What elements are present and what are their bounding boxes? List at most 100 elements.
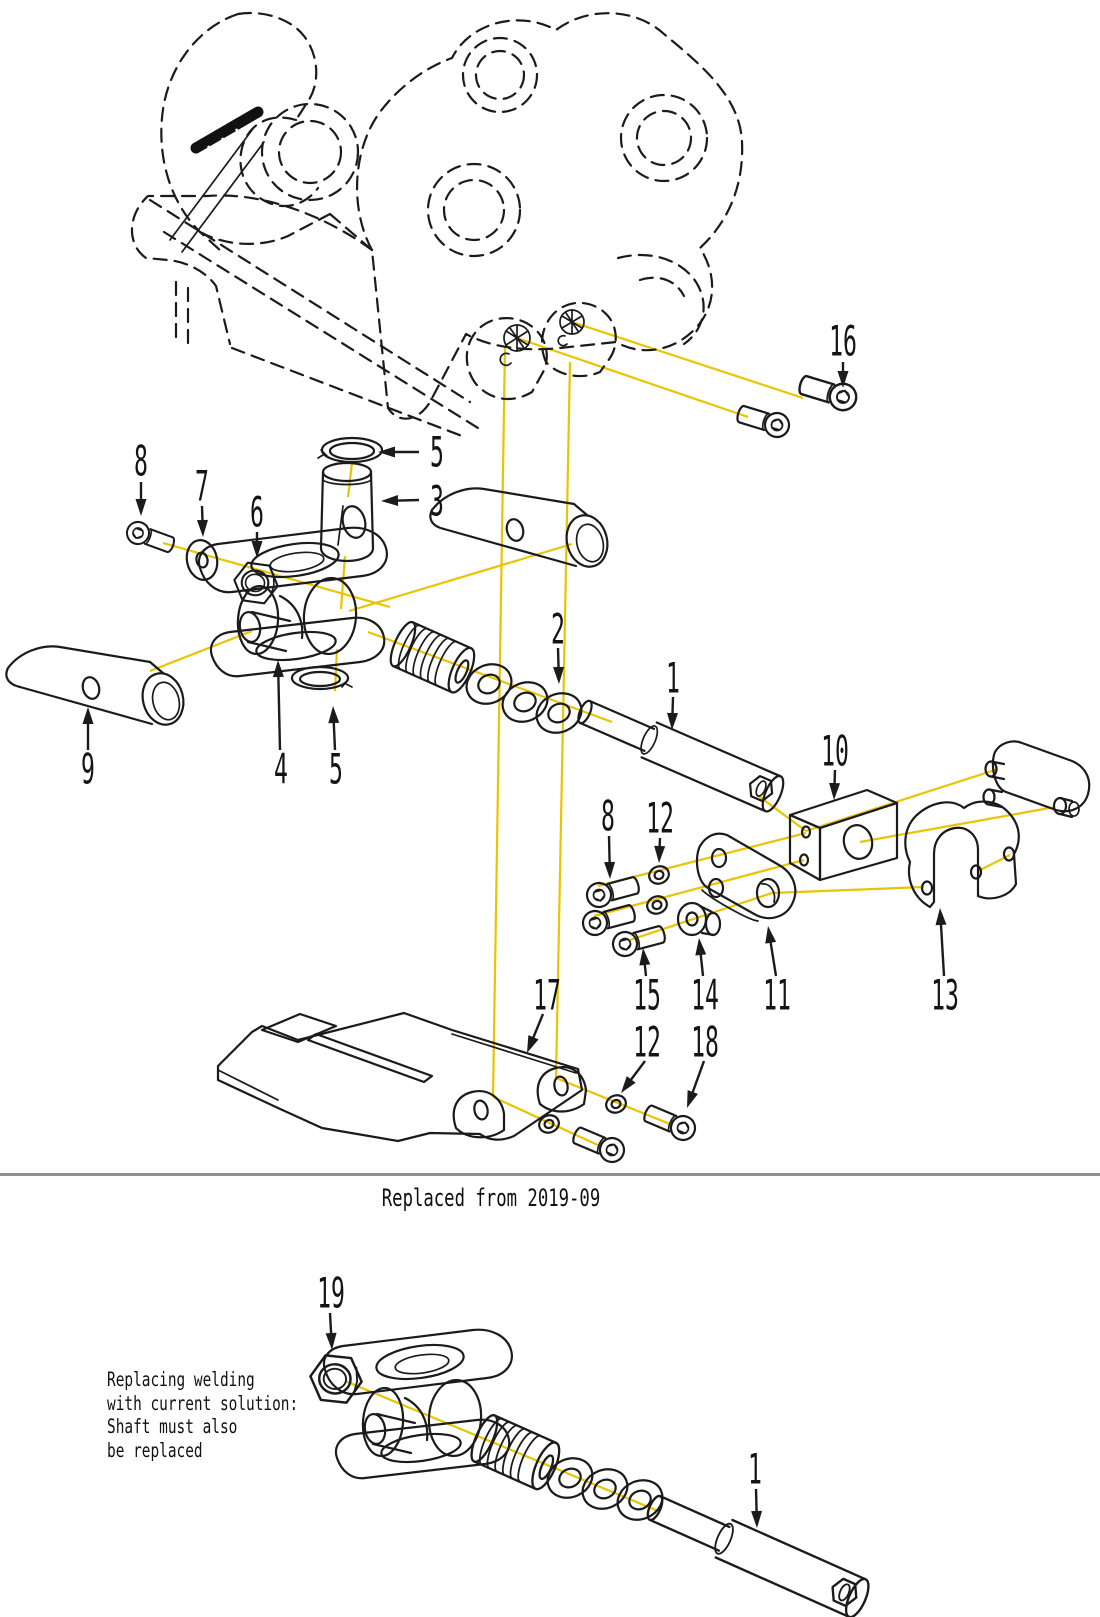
left-wing-outline xyxy=(130,194,374,346)
divider-caption: Replaced from 2019-09 xyxy=(381,1184,601,1212)
callout-arrow-line xyxy=(277,672,282,751)
plate-edge-dashes xyxy=(148,198,480,438)
screw-18 xyxy=(639,1100,700,1145)
hook-inner-curl xyxy=(239,116,320,208)
hook-top-arc xyxy=(236,11,318,122)
callout-8: 8 xyxy=(134,437,148,516)
callout-1: 1 xyxy=(748,1445,763,1528)
screw-8a xyxy=(122,517,178,558)
screw-16a xyxy=(733,400,794,442)
leader-line xyxy=(771,885,925,895)
main-body-outline xyxy=(130,11,744,438)
callout-arrowhead xyxy=(135,499,147,516)
callout-number: 18 xyxy=(691,1018,719,1066)
callout-18: 18 xyxy=(687,1018,719,1108)
revision-note-line: Replacing welding xyxy=(107,1368,255,1391)
boss-circle xyxy=(260,102,360,202)
torx-hole-left xyxy=(503,324,531,352)
boss-circle xyxy=(619,93,709,183)
leader-line xyxy=(367,630,613,724)
callout-12: 12 xyxy=(646,794,674,863)
body-outline xyxy=(355,12,744,420)
callout-number: 17 xyxy=(533,971,561,1019)
clevis-4 xyxy=(197,526,388,678)
screw-16b xyxy=(795,370,861,415)
callout-arrowhead xyxy=(621,1076,636,1093)
callout-arrowhead xyxy=(82,707,94,724)
callout-number: 8 xyxy=(601,792,615,840)
callout-arrowhead xyxy=(325,1332,337,1350)
callout-arrowhead xyxy=(378,446,395,458)
callout-15: 15 xyxy=(633,948,661,1019)
callout-arrow-line xyxy=(690,1060,706,1097)
callout-arrowhead xyxy=(639,948,651,966)
screw-15b xyxy=(609,920,669,960)
retaining-ring-5-top xyxy=(317,436,384,464)
boss-circle xyxy=(426,162,522,258)
leader-line xyxy=(859,805,1056,844)
callout-10: 10 xyxy=(821,727,849,800)
callout-19: 19 xyxy=(317,1269,345,1350)
leader-line xyxy=(571,320,804,400)
callout-arrow-line xyxy=(627,1060,646,1084)
right-link-plate xyxy=(982,740,1091,819)
plate-tab xyxy=(260,1012,338,1044)
callout-number: 4 xyxy=(274,745,288,793)
callout-4: 4 xyxy=(272,660,288,793)
washer-bottom-c xyxy=(610,1472,670,1528)
callout-13: 13 xyxy=(931,908,959,1019)
callout-number: 3 xyxy=(430,477,444,525)
boss-circle-inner xyxy=(277,119,343,185)
leader-line xyxy=(491,345,507,1098)
callout-17: 17 xyxy=(527,971,561,1053)
callout-number: 8 xyxy=(134,437,148,485)
callout-number: 6 xyxy=(250,488,264,536)
nut-19 xyxy=(306,1352,366,1406)
callout-arrowhead xyxy=(935,908,947,926)
callout-number: 7 xyxy=(195,462,209,510)
callout-arrowhead xyxy=(381,495,399,507)
callout-arrow-line xyxy=(332,718,337,751)
callout-arrow-line xyxy=(393,498,420,502)
washer-12c xyxy=(535,1111,563,1137)
boss-circle-inner xyxy=(635,109,693,167)
callout-arrowhead xyxy=(527,1035,539,1053)
nut-6 xyxy=(230,560,282,606)
callout-arrowhead xyxy=(553,666,565,684)
spacer-block-10 xyxy=(788,788,899,882)
callout-arrowhead xyxy=(196,519,208,537)
callout-number: 12 xyxy=(633,1018,661,1066)
callout-arrowhead xyxy=(654,845,666,863)
guide-bracket-13 xyxy=(904,800,1020,909)
callout-number: 14 xyxy=(691,971,719,1019)
callout-2: 2 xyxy=(551,605,565,684)
callout-number: 11 xyxy=(763,971,791,1019)
hook-outer-arc xyxy=(160,12,240,254)
callout-11: 11 xyxy=(763,926,791,1019)
callout-14: 14 xyxy=(691,938,719,1019)
leader-line xyxy=(149,629,253,673)
callout-arrowhead xyxy=(765,926,777,944)
plate-flange-2 xyxy=(536,1066,588,1113)
revision-note-line: Shaft must also xyxy=(107,1415,238,1438)
callout-6: 6 xyxy=(250,488,264,558)
callout-number: 12 xyxy=(646,794,674,842)
boss-circle-inner xyxy=(442,178,506,242)
jaw-arcs xyxy=(616,254,705,346)
callout-number: 19 xyxy=(317,1269,345,1317)
callout-arrow-line xyxy=(607,835,611,867)
revision-note-line: with current solution: xyxy=(107,1391,299,1415)
plate-slot xyxy=(306,1032,434,1084)
leader-lines-layer xyxy=(149,320,1056,1513)
callout-arrow-line xyxy=(328,1312,333,1338)
leader-line xyxy=(348,542,573,613)
leader-line xyxy=(593,858,805,918)
callout-arrow-line xyxy=(768,938,778,977)
callout-arrow-line xyxy=(754,1488,758,1516)
screw-bottom-left xyxy=(568,1122,629,1167)
callout-number: 1 xyxy=(748,1445,762,1493)
torx-hole-right xyxy=(559,309,585,335)
